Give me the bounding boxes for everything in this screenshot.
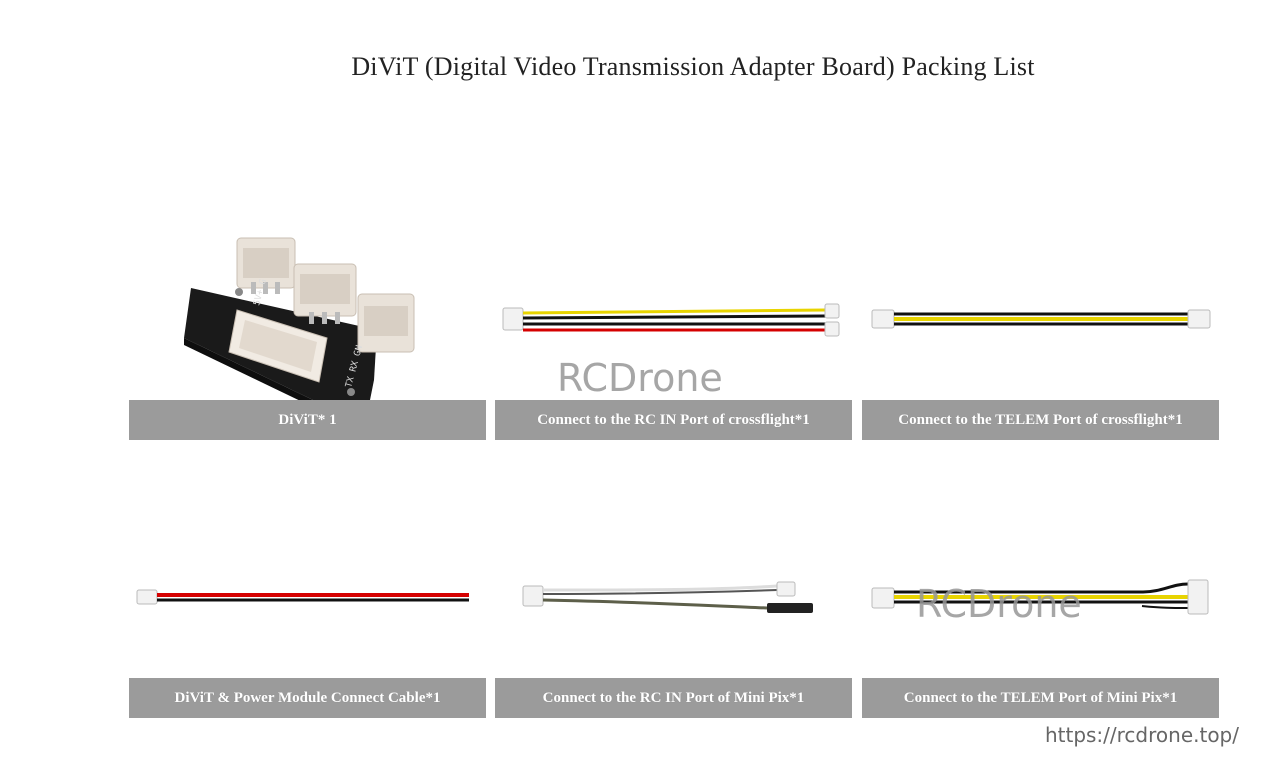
- caption-rc-in-minipix: Connect to the RC IN Port of Mini Pix*1: [495, 678, 852, 718]
- item-rc-in-minipix-cable: Connect to the RC IN Port of Mini Pix*1: [495, 478, 852, 718]
- mount-hole-icon: [347, 388, 355, 396]
- caption-divit-board: DiViT* 1: [129, 400, 486, 440]
- cable-image-telem-minipix: [871, 579, 1209, 615]
- cable-image-telem-crossflight: [871, 309, 1211, 329]
- site-url: https://rcdrone.top/: [1044, 723, 1239, 747]
- cable-image-rc-in-crossflight: [502, 303, 840, 337]
- item-telem-minipix-cable: RCDrone Connect to the TELEM Port of Min…: [862, 478, 1219, 718]
- connector-large: [228, 309, 328, 383]
- caption-telem-crossflight: Connect to the TELEM Port of crossflight…: [862, 400, 1219, 440]
- caption-power-module-cable: DiViT & Power Module Connect Cable*1: [129, 678, 486, 718]
- page-title: DiViT (Digital Video Transmission Adapte…: [351, 52, 1035, 81]
- item-telem-crossflight-cable: Connect to the TELEM Port of crossflight…: [862, 200, 1219, 440]
- watermark-rcdrone: RCDrone: [557, 356, 723, 400]
- connector-2: [293, 263, 357, 324]
- mount-hole-icon: [235, 288, 243, 296]
- caption-telem-minipix: Connect to the TELEM Port of Mini Pix*1: [862, 678, 1219, 718]
- connector-3: [357, 293, 415, 353]
- cable-image-rc-in-minipix: [522, 581, 813, 613]
- cable-image-power-module: [136, 589, 469, 605]
- caption-rc-in-crossflight: Connect to the RC IN Port of crossflight…: [495, 400, 852, 440]
- watermark-rcdrone: RCDrone: [916, 582, 1082, 626]
- item-divit-board: 5V+ G TX RX GN DiViT* 1: [129, 200, 486, 440]
- item-rc-in-crossflight-cable: RCDrone Connect to the RC IN Port of cro…: [495, 200, 852, 440]
- item-power-module-cable: DiViT & Power Module Connect Cable*1: [129, 478, 486, 718]
- connector-1: [236, 237, 296, 294]
